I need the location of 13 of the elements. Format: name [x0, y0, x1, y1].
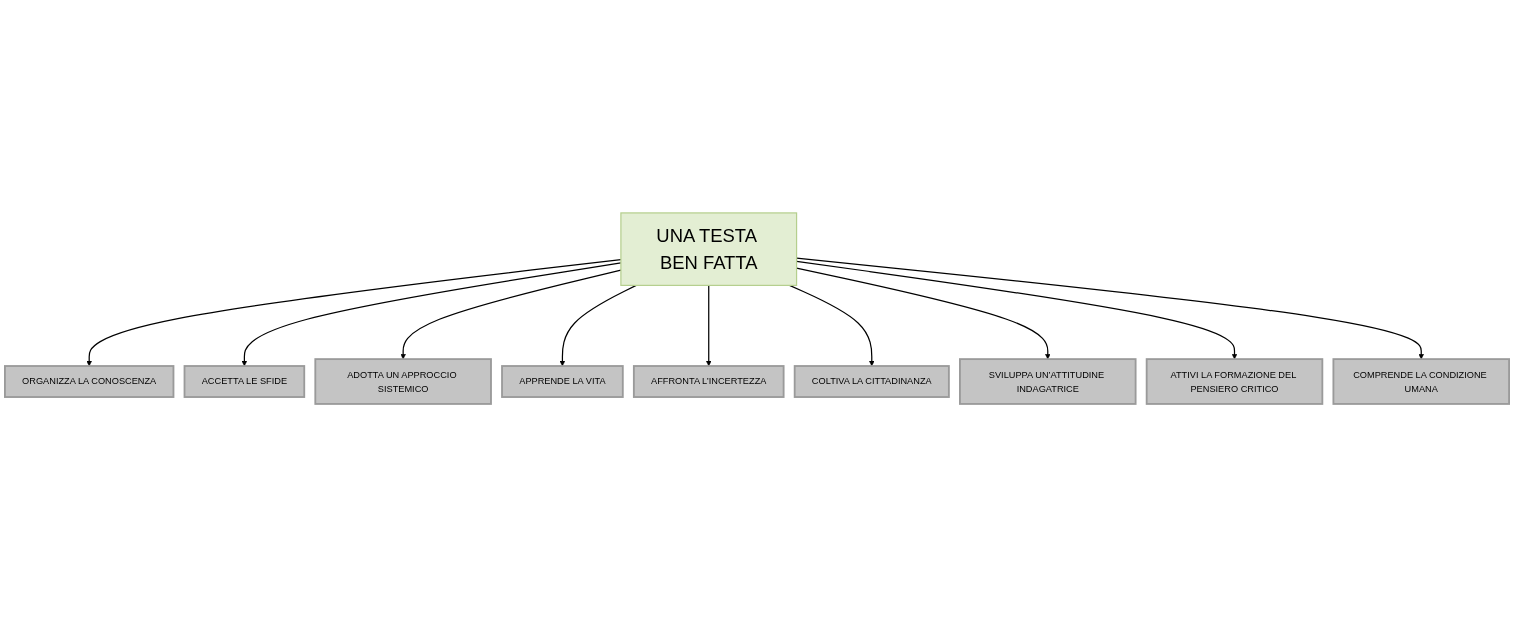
- node-box: ATTIVI LA FORMAZIONE DEL PENSIERO CRITICO: [1145, 358, 1324, 405]
- node-box: ORGANIZZA LA CONOSCENZA: [4, 365, 175, 399]
- node-box: COLTIVA LA CITTADINANZA: [793, 365, 950, 399]
- node-box: ACCETTA LE SFIDE: [183, 365, 306, 399]
- node-box: AFFRONTA L’INCERTEZZA: [632, 365, 785, 399]
- node-box: COMPRENDE LA CONDIZIONE UMANA: [1332, 358, 1510, 405]
- node-box: ADOTTA UN APPROCCIO SISTEMICO: [314, 358, 492, 405]
- node-box: SVILUPPA UN’ATTITUDINE INDAGATRICE: [959, 358, 1137, 405]
- node-box: UNA TESTA BEN FATTA: [620, 212, 798, 287]
- arrow: [788, 284, 875, 367]
- arrow: [559, 284, 637, 367]
- arrow: [706, 284, 712, 367]
- node-box: APPRENDE LA VITA: [501, 365, 624, 399]
